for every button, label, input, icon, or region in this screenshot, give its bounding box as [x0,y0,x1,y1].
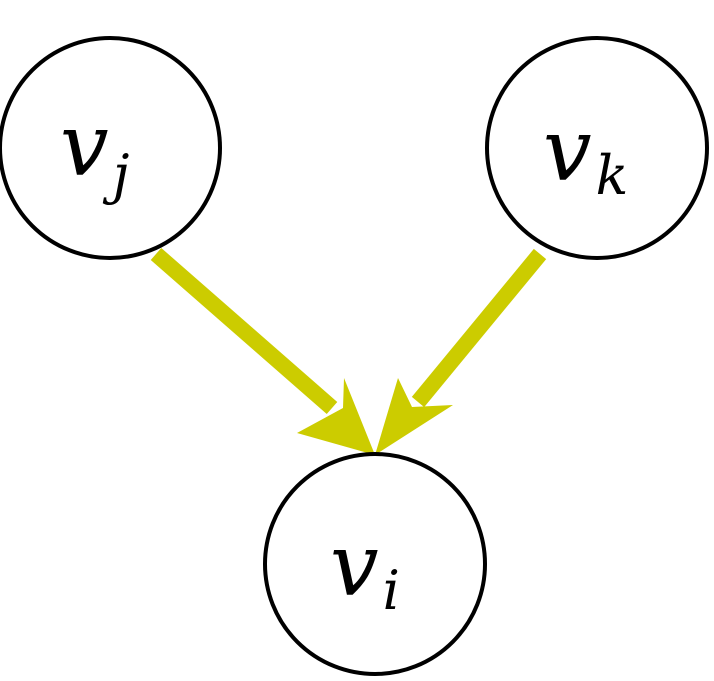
node-vi-label-sub: i [383,559,400,622]
node-vk-label-main: v [543,101,592,201]
node-vj: vj [0,36,222,260]
node-vj-circle [0,36,222,260]
node-vk-label-sub: k [596,144,629,207]
node-vi-label: vi [330,516,400,622]
edge-vj-to-vi-arrowhead [297,378,375,455]
edge-vj-to-vi [150,247,375,455]
edge-vk-to-vi-line [411,248,547,408]
node-vj-label-main: v [60,96,109,196]
node-vi-circle [263,452,487,676]
edge-vj-to-vi-line [150,247,338,415]
node-vk: vk [485,36,709,260]
edge-vk-to-vi [375,248,547,455]
node-vk-label: vk [543,101,628,207]
node-vi: vi [263,452,487,676]
node-vj-label: vj [60,96,129,206]
node-vk-circle [485,36,709,260]
node-vi-label-main: v [330,516,379,616]
edge-vk-to-vi-arrowhead [375,378,453,455]
